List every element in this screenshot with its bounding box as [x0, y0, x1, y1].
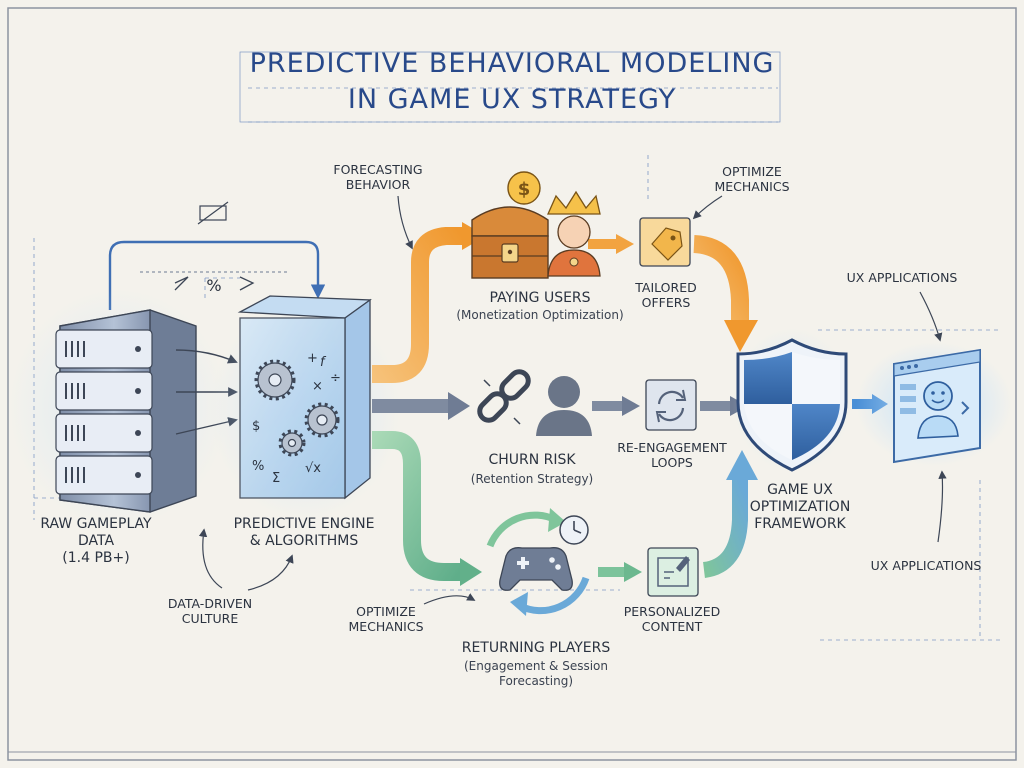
- percent-annotation: %: [206, 276, 221, 295]
- annotation-arrows: [198, 195, 947, 605]
- personalized-content-label: PERSONALIZED CONTENT: [624, 604, 721, 634]
- no-percent-icon: [197, 201, 229, 225]
- paying-users-label: PAYING USERS: [489, 290, 591, 306]
- green-flow-arrow: [372, 431, 460, 581]
- caret-right-icon: [239, 276, 255, 291]
- page-subtitle: IN GAME UX STRATEGY: [347, 84, 677, 115]
- engine-label: PREDICTIVE ENGINE & ALGORITHMS: [234, 516, 375, 550]
- tailored-offers-label: TAILORED OFFERS: [635, 280, 696, 310]
- orange-flow-arrow: [372, 227, 462, 383]
- title-frame: [239, 51, 781, 123]
- raw-data-line-2: DATA: [77, 533, 115, 549]
- price-tag-icon: [639, 217, 691, 267]
- optimize-mechanics-bottom-annotation: OPTIMIZE MECHANICS: [348, 604, 423, 634]
- optimize-bottom-line-2: MECHANICS: [348, 619, 424, 634]
- churn-risk-sub: (Retention Strategy): [470, 472, 594, 486]
- svg-text:%: %: [252, 459, 264, 474]
- user-silhouette-icon: [536, 376, 592, 436]
- personalized-content-line-1: PERSONALIZED: [623, 604, 721, 619]
- engine-line-2: & ALGORITHMS: [249, 533, 359, 549]
- data-driven-line-2: CULTURE: [181, 611, 239, 626]
- svg-text:Σ: Σ: [272, 471, 280, 486]
- reengagement-label: RE-ENGAGEMENT LOOPS: [617, 440, 727, 470]
- orange-to-shield-arrow: [693, 235, 749, 322]
- math-symbols: + f ÷ × $ % Σ √x: [252, 351, 341, 486]
- clock-icon: [559, 515, 589, 545]
- forecasting-annotation: FORECASTING BEHAVIOR: [333, 162, 422, 192]
- server-icon: [8, 288, 228, 528]
- reengagement-line-2: LOOPS: [651, 455, 693, 470]
- raw-data-line-1: RAW GAMEPLAY: [40, 516, 152, 532]
- svg-text:f: f: [320, 355, 327, 370]
- feedback-loop-arrow: [108, 240, 326, 310]
- smiley-icon: [917, 381, 959, 439]
- crown-icon: [546, 190, 601, 215]
- engine-line-1: PREDICTIVE ENGINE: [233, 516, 375, 532]
- framework-line-3: FRAMEWORK: [754, 516, 846, 532]
- returning-players-label: RETURNING PLAYERS: [461, 640, 611, 656]
- gear-icon: [257, 362, 337, 454]
- optimize-top-line-2: MECHANICS: [714, 179, 790, 194]
- coin-icon: $: [507, 171, 541, 205]
- framework-label: GAME UX OPTIMIZATION FRAMEWORK: [750, 482, 851, 533]
- raw-data-label: RAW GAMEPLAY DATA (1.4 PB+): [40, 516, 151, 567]
- raw-data-line-3: (1.4 PB+): [62, 550, 130, 566]
- tailored-offers-line-2: OFFERS: [641, 295, 691, 310]
- optimize-top-line-1: OPTIMIZE: [722, 164, 782, 179]
- page-title: PREDICTIVE BEHAVIORAL MODELING: [249, 48, 775, 79]
- tailored-offers-line-1: TAILORED: [635, 280, 697, 295]
- treasure-chest-icon: [471, 206, 549, 279]
- data-driven-annotation: DATA-DRIVEN CULTURE: [168, 596, 252, 626]
- user-icon: [547, 215, 601, 277]
- svg-text:÷: ÷: [330, 371, 341, 386]
- svg-text:$: $: [518, 179, 531, 200]
- svg-text:$: $: [252, 419, 260, 434]
- refresh-icon: [645, 379, 697, 431]
- engine-cube-icon: + f ÷ × $ % Σ √x: [210, 295, 400, 520]
- ux-applications-top-annotation: UX APPLICATIONS: [846, 270, 958, 285]
- personalized-content-line-2: CONTENT: [641, 619, 703, 634]
- svg-text:√x: √x: [305, 461, 321, 476]
- framework-line-1: GAME UX: [767, 482, 833, 498]
- returning-players-sub-line-2: Forecasting): [498, 674, 573, 688]
- forecasting-line-2: BEHAVIOR: [345, 177, 411, 192]
- broken-chain-icon: [477, 369, 531, 425]
- svg-text:×: ×: [312, 379, 323, 394]
- svg-text:+: +: [307, 351, 318, 366]
- returning-players-sub: (Engagement & Session Forecasting): [464, 659, 608, 689]
- churn-risk-label: CHURN RISK: [488, 452, 576, 468]
- gamepad-icon: [499, 547, 573, 591]
- paying-users-sub: (Monetization Optimization): [456, 308, 624, 322]
- framework-line-2: OPTIMIZATION: [749, 499, 851, 515]
- forecasting-line-1: FORECASTING: [333, 162, 423, 177]
- reengagement-line-1: RE-ENGAGEMENT: [617, 440, 727, 455]
- caret-left-icon: [174, 276, 189, 291]
- shield-icon: [732, 328, 852, 472]
- cycle-arrows-icon: [486, 508, 590, 616]
- edit-document-icon: [647, 547, 699, 597]
- returning-players-sub-line-1: (Engagement & Session: [464, 659, 608, 673]
- ux-applications-bottom-annotation: UX APPLICATIONS: [870, 558, 982, 573]
- page-frame: [7, 7, 1017, 761]
- data-driven-line-1: DATA-DRIVEN: [167, 596, 253, 611]
- optimize-bottom-line-1: OPTIMIZE: [356, 604, 416, 619]
- green-to-shield-arrow: [702, 478, 748, 578]
- optimize-mechanics-top-annotation: OPTIMIZE MECHANICS: [714, 164, 789, 194]
